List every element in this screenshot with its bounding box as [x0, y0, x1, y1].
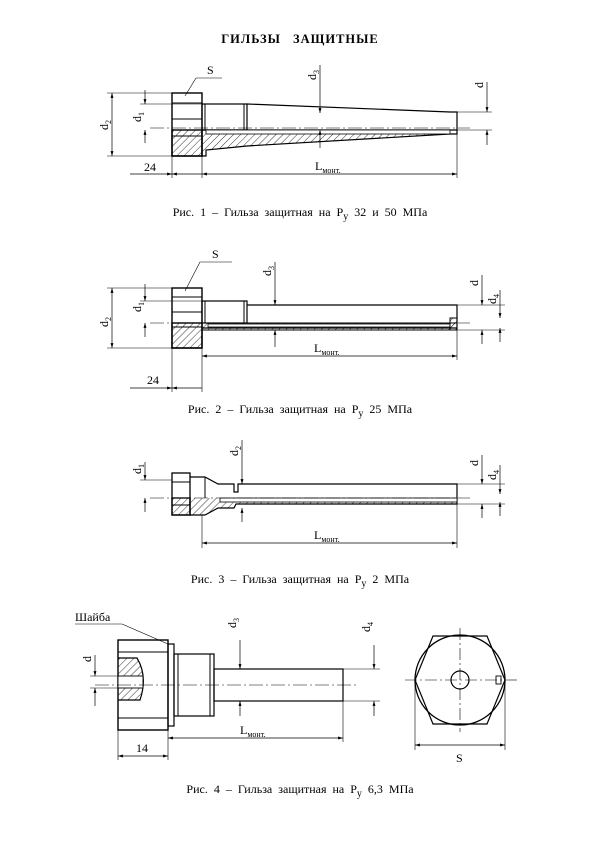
label-l-mont: Lмонт. — [315, 159, 341, 175]
label-d1: d1 — [130, 464, 146, 474]
figure-4-caption: Рис. 4 – Гильза защитная на Py 6,3 МПа — [186, 782, 414, 800]
figure-2-labels: S d2 d1 d3 d d4 Lмонт. 24 — [97, 247, 501, 387]
label-l-mont: Lмонт. — [314, 528, 340, 544]
figure-2-caption: Рис. 2 – Гильза защитная на Py 25 МПа — [187, 402, 413, 420]
label-d: d — [472, 82, 486, 88]
label-washer: Шайба — [75, 610, 111, 624]
label-l-mont: Lмонт. — [240, 723, 266, 739]
label-d3: d3 — [225, 618, 241, 628]
label-d: d — [80, 656, 94, 662]
page-title: ГИЛЬЗЫ ЗАЩИТНЫЕ — [221, 32, 379, 46]
label-d4: d4 — [485, 470, 501, 480]
figure-2-drawing — [107, 261, 505, 392]
label-d3: d3 — [260, 266, 276, 276]
label-d4: d4 — [359, 622, 375, 632]
label-d2: d2 — [97, 317, 113, 327]
label-dim-24: 24 — [147, 373, 159, 387]
figure-1-labels: S d2 d1 d3 d 24 Lмонт. — [97, 63, 486, 175]
figure-4-side-view — [75, 623, 380, 760]
figure-3-caption: Рис. 3 – Гильза защитная на Py 2 МПа — [190, 572, 410, 590]
label-d2: d2 — [97, 120, 113, 130]
figure-3-labels: d1 d2 d d4 Lмонт. — [130, 446, 501, 544]
figure-3-drawing — [140, 440, 505, 548]
label-d1: d1 — [130, 302, 146, 312]
figure-4-end-view — [405, 628, 518, 750]
figure-4-labels: Шайба d d3 d4 Lмонт. 14 S — [75, 610, 463, 765]
figure-1-caption: Рис. 1 – Гильза защитная на Py 32 и 50 М… — [172, 205, 428, 223]
label-s: S — [456, 751, 463, 765]
figure-1-drawing — [107, 65, 492, 178]
label-d: d — [467, 280, 481, 286]
label-d2: d2 — [227, 446, 243, 456]
label-d1: d1 — [130, 112, 146, 122]
label-d4: d4 — [485, 294, 501, 304]
label-d3: d3 — [305, 70, 321, 80]
label-dim-14: 14 — [136, 741, 148, 755]
label-dim-24: 24 — [144, 160, 156, 174]
label-l-mont: Lмонт. — [314, 341, 340, 357]
label-d: d — [467, 460, 481, 466]
label-s: S — [212, 247, 219, 261]
label-s: S — [207, 63, 214, 77]
